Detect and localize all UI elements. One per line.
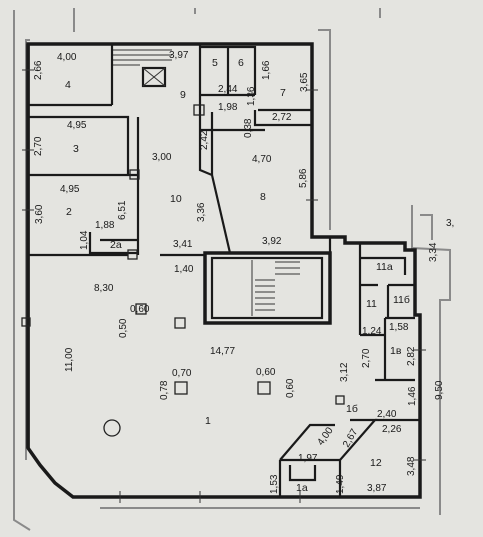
dim-3-34: 3,34 bbox=[428, 242, 439, 262]
dim-2-44: 2,44 bbox=[218, 84, 238, 95]
window-marks bbox=[22, 69, 426, 503]
room-5-label: 5 bbox=[212, 57, 218, 69]
room-1a-label: 1а bbox=[296, 482, 308, 494]
room-10-label: 10 bbox=[170, 193, 182, 205]
dim-1-66: 1,66 bbox=[261, 60, 272, 80]
dim-1-88: 1,88 bbox=[95, 220, 115, 231]
dim-3-41: 3,41 bbox=[173, 239, 193, 250]
dim-2-72: 2,72 bbox=[272, 112, 292, 123]
dim-2-67: 2,67 bbox=[341, 427, 360, 450]
dim-0-50: 0,50 bbox=[118, 318, 129, 338]
dim-1-98: 1,98 bbox=[218, 102, 238, 113]
room-11b-label: 11б bbox=[393, 294, 410, 306]
dim-3-97: 3,97 bbox=[169, 50, 189, 61]
dim-4-70: 4,70 bbox=[252, 154, 272, 165]
room-1-label: 1 bbox=[205, 415, 211, 427]
room-2a-label: 2a bbox=[110, 239, 122, 251]
dim-2-40: 2,40 bbox=[377, 409, 397, 420]
dim-3-00: 3,00 bbox=[152, 152, 172, 163]
dim-1-53: 1,53 bbox=[269, 474, 280, 494]
dim-0-70: 0,70 bbox=[172, 368, 192, 379]
dim-3-48: 3,48 bbox=[406, 456, 417, 476]
dim-11-00: 11,00 bbox=[64, 347, 75, 372]
dim-5-86: 5,86 bbox=[298, 168, 309, 188]
dim-2-70-b: 2,70 bbox=[361, 348, 372, 368]
dim-6-51: 6,51 bbox=[117, 200, 128, 220]
dim-1-40: 1,40 bbox=[174, 264, 194, 275]
dim-2-66: 2,66 bbox=[33, 60, 44, 80]
dim-2-26: 2,26 bbox=[382, 424, 402, 435]
interior-walls bbox=[28, 44, 420, 497]
room-1b-label: 1б bbox=[346, 403, 358, 415]
room-7-label: 7 bbox=[280, 87, 286, 99]
dim-0-60-a: 0,60 bbox=[130, 304, 150, 315]
room-2-label: 2 bbox=[66, 206, 72, 218]
dim-1-24: 1,24 bbox=[362, 326, 382, 337]
room-4-label: 4 bbox=[65, 79, 71, 91]
room-6-label: 6 bbox=[238, 57, 244, 69]
dim-4-95-a: 4,95 bbox=[67, 120, 87, 131]
dim-2-82: 2,82 bbox=[406, 346, 417, 366]
dim-0-78: 0,78 bbox=[159, 380, 170, 400]
neighbor-outlines bbox=[13, 8, 451, 531]
dim-1-97: 1,97 bbox=[298, 453, 318, 464]
dim-1-49: 1,49 bbox=[335, 474, 346, 494]
room-8-label: 8 bbox=[260, 191, 266, 203]
dim-9-50: 9,50 bbox=[434, 380, 445, 400]
room-11-label: 11 bbox=[366, 298, 377, 310]
dim-3-cut: 3, bbox=[446, 218, 454, 229]
dim-3-36: 3,36 bbox=[196, 202, 207, 222]
dim-1-58: 1,58 bbox=[389, 322, 409, 333]
dim-2-42: 2,42 bbox=[199, 130, 210, 150]
dim-4-00: 4,00 bbox=[57, 52, 77, 63]
dim-2-70-a: 2,70 bbox=[33, 136, 44, 156]
dim-0-60-c: 0,60 bbox=[285, 378, 296, 398]
dim-3-65: 3,65 bbox=[299, 72, 310, 92]
dim-3-12: 3,12 bbox=[339, 362, 350, 382]
dim-0-60-b: 0,60 bbox=[256, 367, 276, 378]
dim-3-60: 3,60 bbox=[34, 204, 45, 224]
dim-8-30: 8,30 bbox=[94, 283, 114, 294]
room-9-label: 9 bbox=[180, 89, 186, 101]
room-11a-label: 11a bbox=[376, 261, 393, 273]
columns bbox=[21, 104, 345, 437]
dim-1-04: 1,04 bbox=[79, 230, 90, 250]
dim-14-77: 14,77 bbox=[210, 346, 235, 357]
room-3-label: 3 bbox=[73, 143, 79, 155]
dim-4-00-diag: 4,00 bbox=[315, 425, 335, 448]
dim-4-95-b: 4,95 bbox=[60, 184, 80, 195]
top-stair bbox=[111, 44, 172, 100]
dim-1-46: 1,46 bbox=[407, 386, 418, 406]
staircase bbox=[203, 251, 332, 325]
dim-1-36: 1,36 bbox=[246, 86, 257, 106]
dim-3-92: 3,92 bbox=[262, 236, 282, 247]
room-12-label: 12 bbox=[370, 457, 382, 469]
dim-3-87: 3,87 bbox=[367, 483, 387, 494]
dim-0-38: 0,38 bbox=[243, 118, 254, 138]
room-1v-label: 1в bbox=[390, 345, 402, 357]
